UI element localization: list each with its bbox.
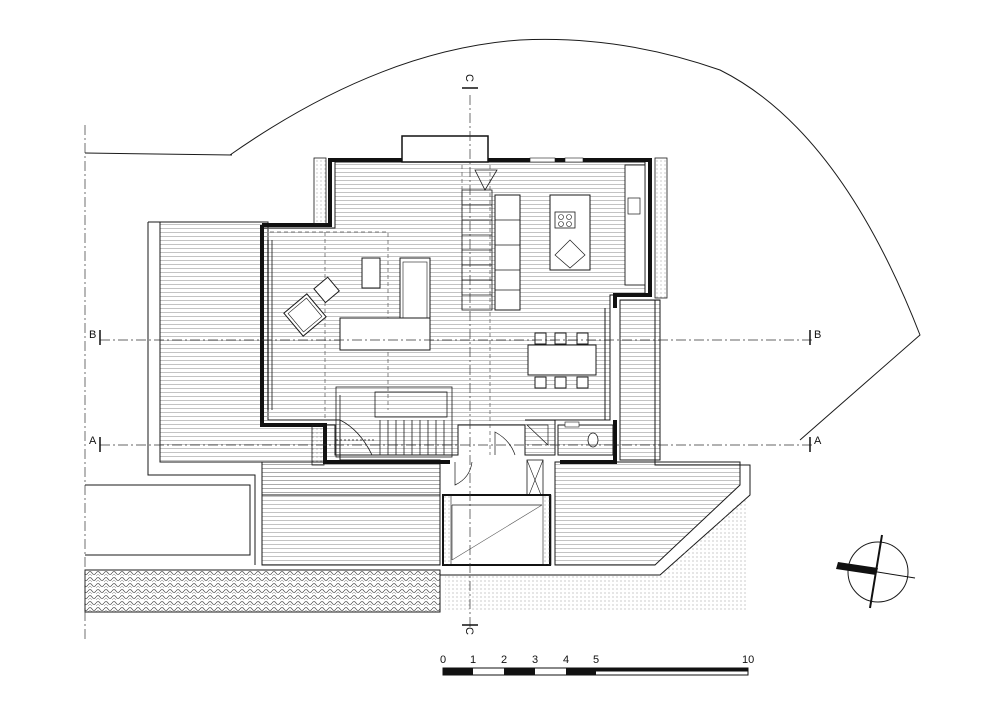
scale-tick-0: 0 xyxy=(440,654,446,666)
terrace-deck xyxy=(148,221,741,566)
scale-tick-2: 2 xyxy=(501,654,507,666)
cobblestone-path xyxy=(84,569,441,613)
scale-tick-10: 10 xyxy=(742,654,754,666)
gravel-area xyxy=(445,495,748,612)
scale-tick-1: 1 xyxy=(470,654,476,666)
kitchen-counter xyxy=(494,194,521,311)
section-c-bottom-label: C xyxy=(463,627,475,635)
chimney xyxy=(401,135,489,163)
section-c-top-label: C xyxy=(463,74,475,82)
door-swing xyxy=(494,431,516,456)
section-lines xyxy=(84,95,815,640)
section-a-right-label: A xyxy=(814,435,822,447)
sofa-chaise xyxy=(339,317,431,351)
staircase-lower xyxy=(335,386,453,458)
scale-tick-5: 5 xyxy=(593,654,599,666)
scale-tick-3: 3 xyxy=(532,654,538,666)
exterior-walls xyxy=(260,158,652,464)
site-boundary-left xyxy=(84,152,233,156)
armchair xyxy=(283,293,327,337)
section-b-left-label: B xyxy=(89,329,96,341)
section-b-right-label: B xyxy=(814,329,821,341)
kitchen-island xyxy=(549,194,591,271)
living-furniture xyxy=(283,257,431,351)
entrance-block xyxy=(442,494,552,566)
scale-tick-4: 4 xyxy=(563,654,569,666)
coffee-table xyxy=(361,257,381,289)
scale-bar: 0 1 2 3 4 5 10 xyxy=(440,654,754,676)
dining-table xyxy=(527,344,597,376)
site-boundary-arc xyxy=(229,38,921,441)
section-a-left-label: A xyxy=(89,435,97,447)
staircase-upper xyxy=(461,189,493,311)
north-arrow-icon xyxy=(836,534,916,609)
wc-room xyxy=(557,424,614,456)
dining-set xyxy=(527,332,597,389)
